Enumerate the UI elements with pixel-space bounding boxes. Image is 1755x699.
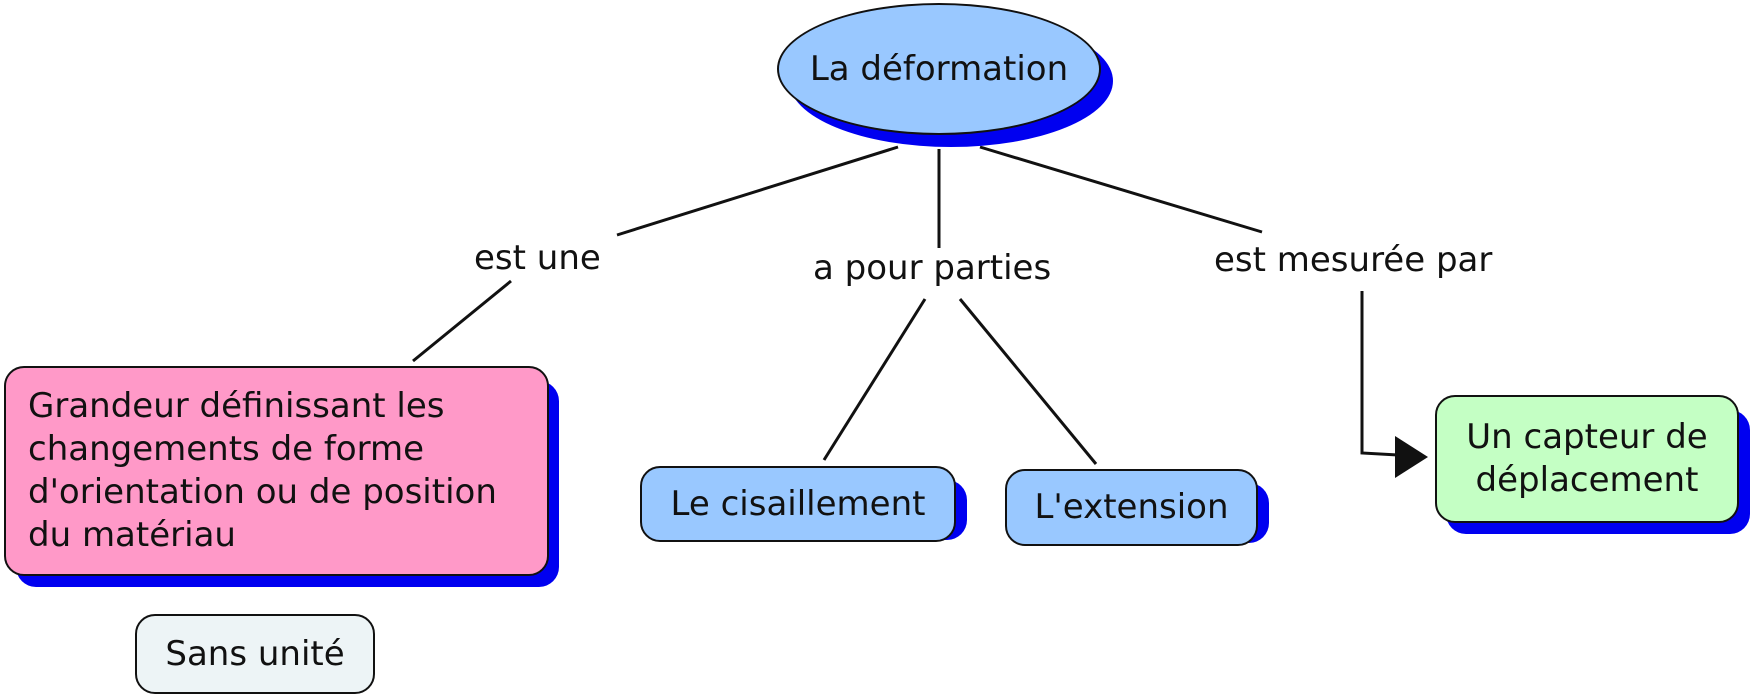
line-mesuree-to-capteur xyxy=(1360,291,1399,457)
concept-la-deformation[interactable]: La déformation xyxy=(777,3,1101,135)
concept-label: La déformation xyxy=(809,48,1069,89)
concept-le-cisaillement[interactable]: Le cisaillement xyxy=(640,466,956,542)
concept-l-extension[interactable]: L'extension xyxy=(1005,469,1258,546)
line-root-to-est-une xyxy=(616,145,899,237)
link-est-mesuree-par: est mesurée par xyxy=(1210,240,1497,280)
line-parties-to-extension xyxy=(958,298,1098,465)
concept-sans-unite[interactable]: Sans unité xyxy=(135,614,375,694)
concept-label: Sans unité xyxy=(165,633,345,674)
concept-label: Un capteur de déplacement xyxy=(1466,417,1708,500)
concept-un-capteur-de-deplacement[interactable]: Un capteur de déplacement xyxy=(1435,395,1739,523)
concept-label: Le cisaillement xyxy=(670,483,926,524)
line-est-une-to-grandeur xyxy=(412,279,512,363)
line-parties-to-cisaillement xyxy=(822,298,927,461)
concept-label: L'extension xyxy=(1034,487,1229,527)
arrowhead-icon xyxy=(1395,436,1428,478)
concept-label: Grandeur définissant les changements de … xyxy=(28,386,497,555)
link-a-pour-parties: a pour parties xyxy=(809,248,1056,288)
line-root-to-mesuree xyxy=(979,145,1263,234)
concept-grandeur[interactable]: Grandeur définissant les changements de … xyxy=(4,366,549,576)
link-est-une: est une xyxy=(470,238,605,278)
